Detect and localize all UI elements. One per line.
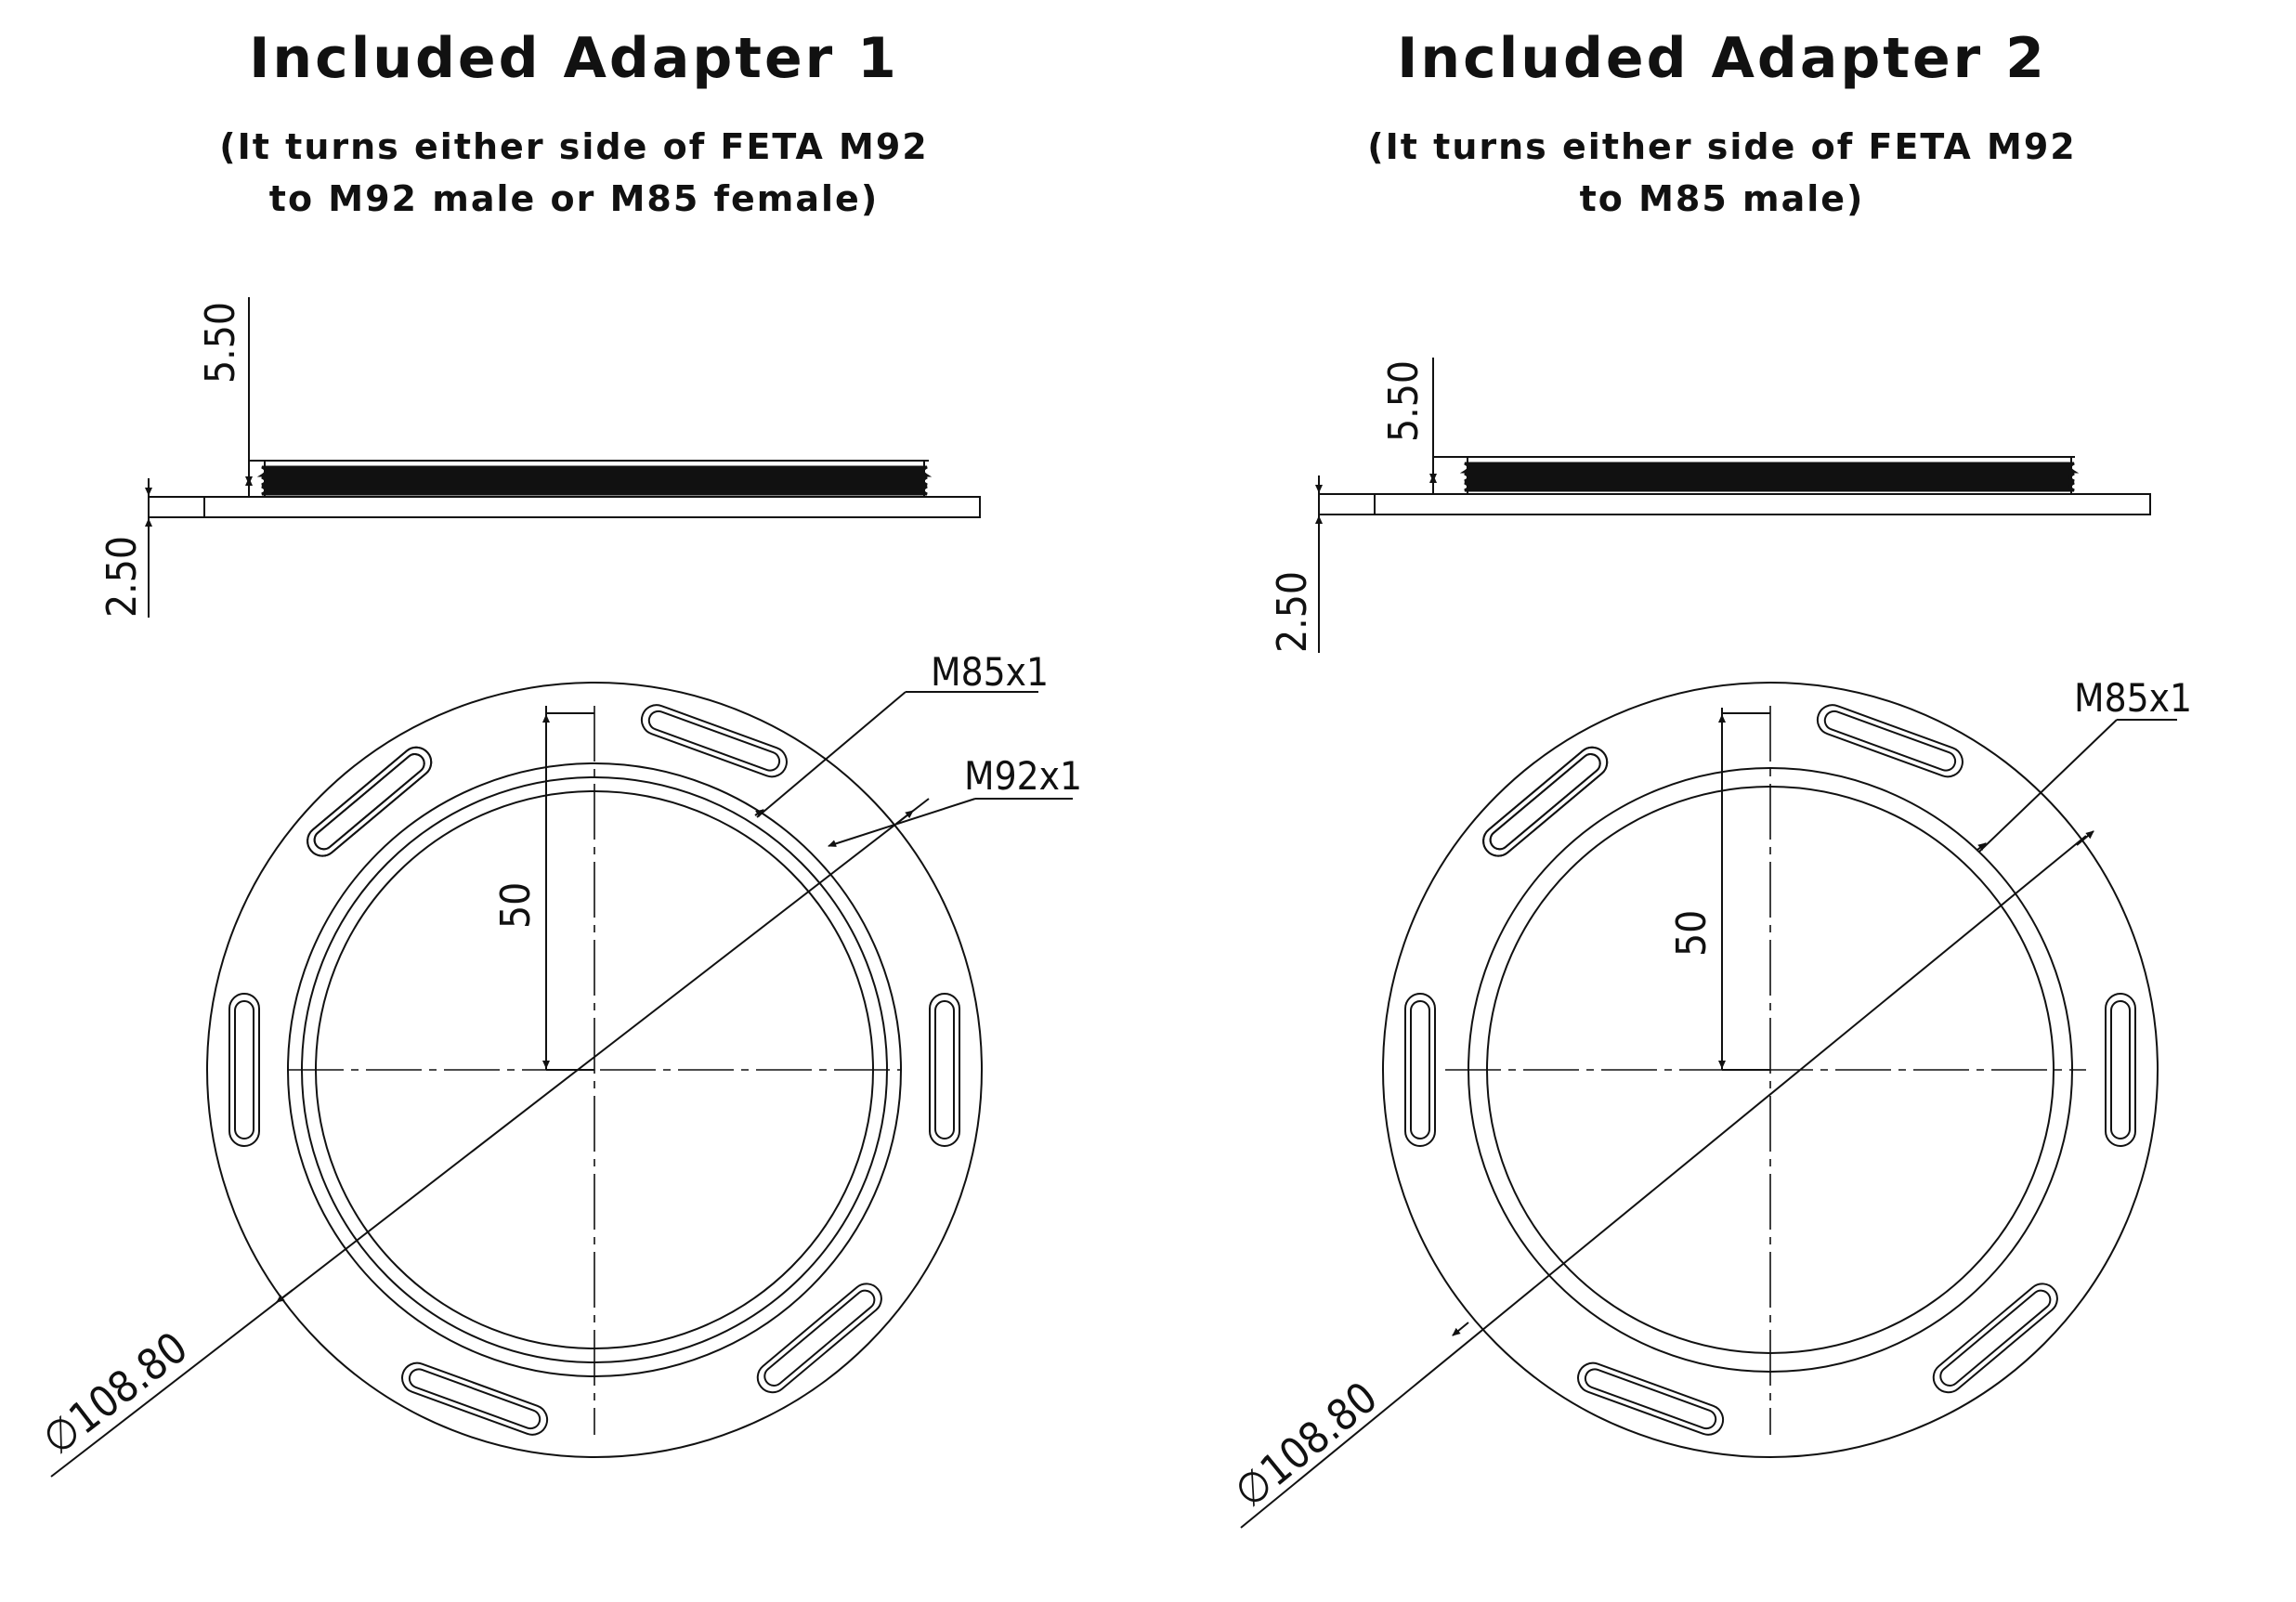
adapter-1-panel: Included Adapter 1 (It turns either side… xyxy=(0,26,1148,1478)
adapter-1-thread-lines xyxy=(256,465,933,496)
adapter-1-outer-flange xyxy=(206,682,983,1458)
adapter-2-panel: Included Adapter 2 (It turns either side… xyxy=(1148,0,2296,1602)
adapter-1-slots xyxy=(228,704,960,1436)
adapter-1-dim-thread-height: 5.50 xyxy=(197,302,244,384)
adapter-1-dim-flange-thickness: 2.50 xyxy=(98,536,146,618)
adapter-2-outer-flange xyxy=(1382,682,2159,1458)
adapter-2-subtitle-line2: to M85 male) xyxy=(1579,178,1865,219)
adapter-1-side-view xyxy=(145,297,981,618)
adapter-1-subtitle-line2: to M92 male or M85 female) xyxy=(268,178,880,219)
adapter-2-drawing: 5.50 2.50 50 ∅108.80 M85x1 xyxy=(1225,358,2192,1529)
adapter-1-title: Included Adapter 1 xyxy=(249,26,899,91)
adapter-1-dim-radius: 50 xyxy=(492,882,540,929)
adapter-2-dim-thread-height: 5.50 xyxy=(1380,360,1428,442)
adapter-2-front-view xyxy=(1240,682,2177,1529)
adapter-2-flange-side xyxy=(1374,493,2151,515)
adapter-2-dim-flange-thickness: 2.50 xyxy=(1269,571,1316,653)
adapter-2-side-view xyxy=(1315,358,2151,653)
adapter-2-thread-label-m85: M85x1 xyxy=(2074,675,2192,721)
adapter-1-front-view xyxy=(50,682,1073,1478)
adapter-1-subtitle: (It turns either side of FETA M92 to M92… xyxy=(0,121,1148,225)
adapter-1-flange-side xyxy=(203,496,981,518)
adapter-2-thread-lines xyxy=(1459,462,2080,492)
adapter-1-thread-label-m92: M92x1 xyxy=(964,753,1082,799)
adapter-2-dim-radius: 50 xyxy=(1668,910,1715,957)
adapter-2-title: Included Adapter 2 xyxy=(1397,26,2047,91)
adapter-2-slots xyxy=(1404,704,2136,1436)
adapter-1-dim-diameter: ∅108.80 xyxy=(33,1322,197,1464)
adapter-2-subtitle: (It turns either side of FETA M92 to M85… xyxy=(1148,121,2296,225)
adapter-1-subtitle-line1: (It turns either side of FETA M92 xyxy=(219,126,929,167)
adapter-1-thread-label-m85: M85x1 xyxy=(931,649,1049,695)
adapter-2-dim-diameter: ∅108.80 xyxy=(1225,1372,1387,1517)
adapter-1-drawing: 5.50 2.50 50 ∅108.80 M85x1 M92x1 xyxy=(33,297,1082,1478)
adapter-2-subtitle-line1: (It turns either side of FETA M92 xyxy=(1367,126,2077,167)
